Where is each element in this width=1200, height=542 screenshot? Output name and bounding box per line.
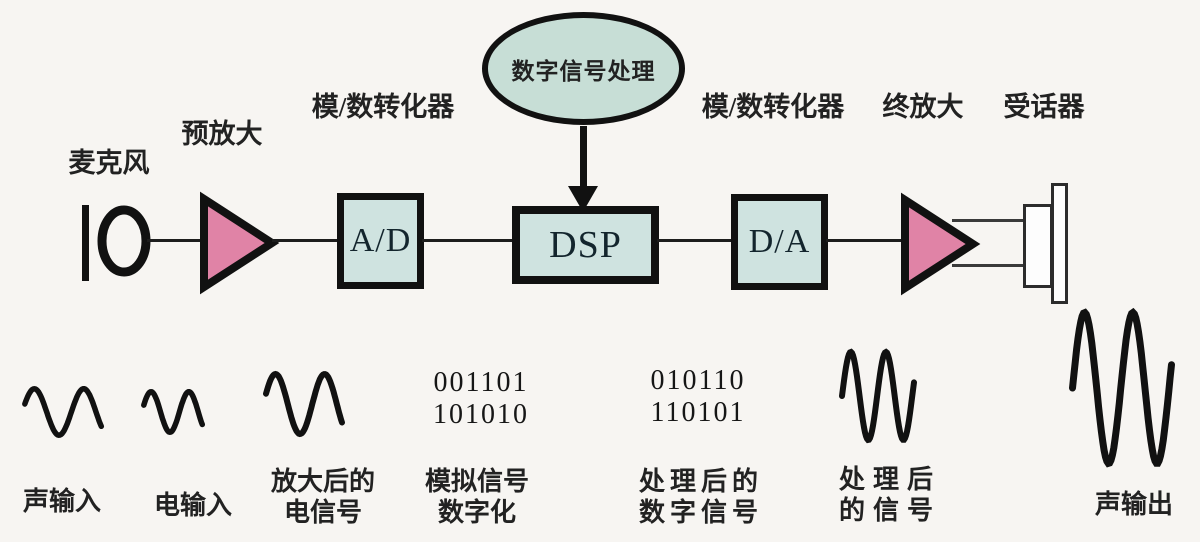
final-amp-triangle-icon [901, 192, 981, 296]
adc-block: A/D [337, 193, 424, 289]
amplified-waveform-icon [263, 370, 345, 438]
bits-line: 001101 [433, 367, 529, 398]
connector-line [147, 239, 202, 242]
connector-line [826, 239, 903, 242]
final-amp-label: 终放大 [882, 92, 964, 122]
dac-block: D/A [731, 194, 828, 290]
dsp-block-label: DSP [549, 224, 622, 266]
connector-line [657, 239, 733, 242]
label-line: 数字信号 [638, 498, 764, 527]
processed-bits: 010110 110101 [651, 365, 746, 429]
receiver-wire-bottom [952, 264, 1026, 267]
bits-line: 101010 [433, 399, 529, 430]
label-line: 数字化 [437, 498, 517, 527]
digitized-signal-label: 模拟信号 数字化 [425, 466, 529, 528]
sound-output-waveform-icon [1069, 307, 1175, 468]
connector-line [272, 239, 339, 242]
adc-label: 模/数转化器 [311, 92, 455, 122]
dac-label: 模/数转化器 [701, 92, 845, 122]
microphone-icon [82, 205, 151, 281]
bits-line: 110101 [650, 397, 746, 428]
label-line: 的信号 [838, 496, 942, 525]
processed-digital-label: 处理后的 数字信号 [639, 466, 763, 528]
preamp-label: 预放大 [181, 119, 263, 149]
dac-block-label: D/A [748, 223, 811, 260]
amplified-signal-label: 放大后的 电信号 [271, 466, 375, 528]
down-arrow-icon [580, 126, 587, 190]
preamp-triangle-icon [200, 191, 280, 295]
digitized-bits: 001101 101010 [433, 367, 529, 431]
electric-input-label: 电输入 [153, 491, 233, 520]
receiver-speaker-icon [1023, 204, 1053, 288]
microphone-label: 麦克风 [68, 148, 150, 178]
dsp-bubble-label: 数字信号处理 [511, 58, 656, 84]
label-line: 电信号 [283, 498, 363, 527]
receiver-label: 受话器 [1003, 92, 1085, 122]
processed-signal-waveform-icon [839, 348, 917, 444]
electric-input-waveform-icon [141, 389, 206, 435]
label-line: 处理后的 [638, 467, 764, 496]
sound-input-waveform-icon [22, 386, 105, 438]
dsp-block: DSP [512, 206, 659, 284]
bits-line: 010110 [650, 365, 746, 396]
label-line: 放大后的 [270, 467, 376, 496]
processed-signal-label: 处理后 的信号 [839, 464, 941, 526]
sound-input-label: 声输入 [22, 487, 102, 516]
connector-line [422, 239, 514, 242]
adc-block-label: A/D [349, 222, 412, 259]
sound-output-label: 声输出 [1094, 490, 1174, 519]
receiver-plate-icon [1051, 183, 1068, 304]
label-line: 模拟信号 [424, 467, 530, 496]
dsp-bubble: 数字信号处理 [482, 12, 685, 125]
label-line: 处理后 [838, 465, 942, 494]
receiver-wire-top [952, 219, 1026, 222]
